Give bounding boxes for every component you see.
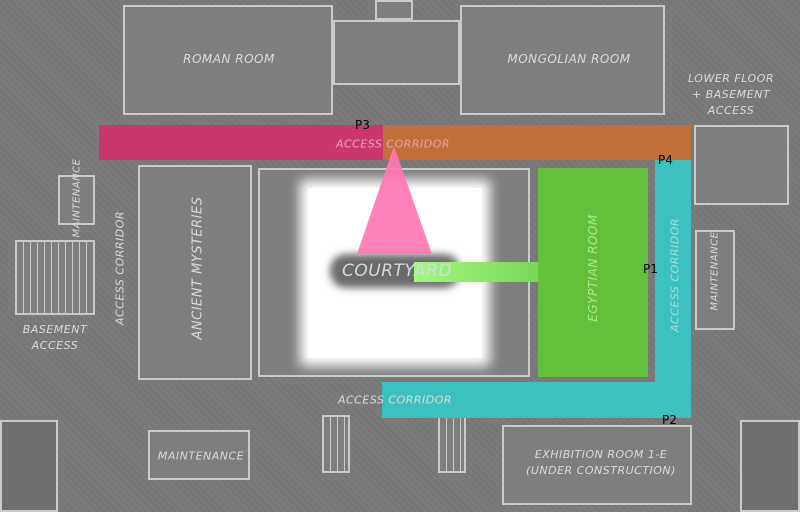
point-p4: P4 <box>658 153 673 167</box>
maintenance-right <box>695 230 735 330</box>
outer-wall-left <box>0 420 58 512</box>
maintenance-right-label: MAINTENANCE <box>709 231 721 311</box>
entrance-vestibule <box>333 20 460 85</box>
maintenance-bottom <box>148 430 250 480</box>
basement-stairs <box>15 240 95 315</box>
point-p1: P1 <box>643 262 658 276</box>
access-corridor-right-label: ACCESS CORRIDOR <box>668 217 682 333</box>
north-door <box>375 0 413 20</box>
exhibition-room[interactable] <box>502 425 692 505</box>
maintenance-left-label: MAINTENANCE <box>71 158 83 238</box>
ancient-mysteries-room[interactable] <box>138 165 252 380</box>
point-p3: P3 <box>355 118 370 132</box>
lower-floor-label: LOWER FLOOR + BASEMENT ACCESS <box>688 72 774 117</box>
mongolian-room[interactable] <box>460 5 665 115</box>
ancient-mysteries-label: ANCIENT MYSTERIES <box>190 196 206 340</box>
courtyard-label: COURTYARD <box>342 261 452 281</box>
access-corridor-left-label: ACCESS CORRIDOR <box>113 210 127 326</box>
access-corridor-top-label: ACCESS CORRIDOR <box>335 137 451 151</box>
egyptian-room-highlight[interactable] <box>538 168 648 377</box>
stairs-bottom-left <box>322 415 350 473</box>
path-segment-magenta <box>99 125 383 160</box>
egyptian-room-label: EGYPTIAN ROOM <box>586 214 600 322</box>
basement-access-label: BASEMENT ACCESS <box>22 323 88 352</box>
outer-wall-right <box>740 420 800 512</box>
path-segment-teal-vertical <box>655 160 691 418</box>
access-corridor-bottom-label: ACCESS CORRIDOR <box>337 393 453 407</box>
path-segment-teal-horizontal <box>382 382 655 418</box>
path-segment-green <box>414 262 538 282</box>
maintenance-bottom-label: MAINTENANCE <box>157 449 245 463</box>
view-cone-triangle <box>357 146 432 254</box>
point-p2: P2 <box>662 413 677 427</box>
path-segment-orange <box>383 125 691 160</box>
exhibition-room-label: EXHIBITION ROOM 1-E (UNDER CONSTRUCTION) <box>526 448 676 477</box>
mongolian-room-label: MONGOLIAN ROOM <box>507 52 631 66</box>
stairs-right <box>694 125 789 205</box>
maintenance-left <box>58 175 95 225</box>
roman-room[interactable] <box>123 5 333 115</box>
roman-room-label: ROMAN ROOM <box>183 52 275 66</box>
